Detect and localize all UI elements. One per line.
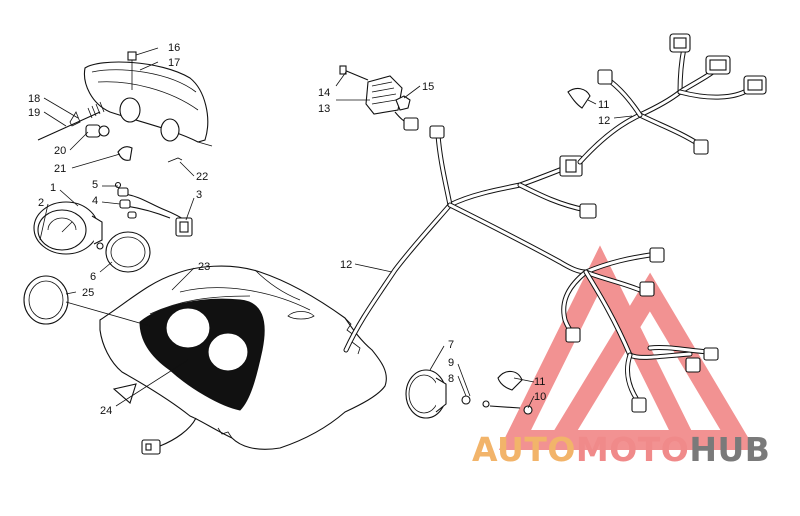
callout-7: 7 (448, 339, 454, 351)
callout-1: 1 (50, 182, 56, 194)
spring-23 (167, 157, 183, 163)
callout-12: 12 (598, 115, 610, 127)
callout-22: 21 (54, 163, 66, 175)
callout-20: 19 (28, 107, 40, 119)
callout-14: 13 (318, 103, 330, 115)
upper-wiring-harness (577, 33, 767, 165)
callout-8: 8 (448, 373, 454, 385)
bulb-socket (85, 124, 110, 138)
callout-16: 15 (422, 81, 434, 93)
callout-15: 14 (318, 87, 330, 99)
callout-17: 16 (168, 42, 180, 54)
callout-5: 5 (92, 179, 98, 191)
tachometer-gauge (405, 369, 533, 419)
callout-6: 6 (90, 271, 96, 283)
main-wiring-harness (343, 125, 719, 413)
leader-lines (39, 47, 633, 409)
callout-21: 20 (54, 145, 66, 157)
callout-3: 3 (196, 189, 202, 201)
clip-11-lower (497, 370, 523, 391)
voltage-regulator (339, 65, 419, 131)
callout-26: 25 (82, 287, 94, 299)
gauge-bulb-harness (114, 181, 193, 237)
decal-25 (112, 383, 137, 404)
callout-24: 23 (198, 261, 210, 273)
watermark-text: AUTOMOTOHUB (472, 428, 798, 472)
watermark-hub: HUB (689, 430, 771, 469)
callout-19: 18 (28, 93, 40, 105)
watermark-moto: MOTO (575, 430, 690, 469)
callout-9: 9 (448, 357, 454, 369)
callout-2: 2 (38, 197, 44, 209)
callout-11-upper: 11 (598, 99, 609, 111)
gauge-bezel-26 (23, 275, 69, 325)
callout-labels: 16 17 18 19 20 21 22 1 2 5 4 3 6 25 23 2… (28, 42, 610, 417)
gauge-ring-6 (105, 231, 151, 273)
headlight-assembly (83, 51, 213, 147)
callout-10: 10 (534, 391, 546, 403)
watermark-auto: AUTO (472, 430, 576, 469)
instrument-hood (99, 265, 387, 450)
callout-4: 4 (92, 195, 98, 207)
hood-connector (141, 417, 197, 455)
callout-11-lower: 11 (534, 376, 545, 388)
callout-13: 12 (340, 259, 352, 271)
callout-23: 22 (196, 171, 208, 183)
callout-18: 17 (168, 57, 180, 69)
callout-25: 24 (100, 405, 112, 417)
adjuster-screw (37, 101, 105, 141)
clip-22 (117, 146, 133, 161)
clip-11-upper (567, 87, 591, 109)
speedometer-gauge (33, 201, 104, 255)
